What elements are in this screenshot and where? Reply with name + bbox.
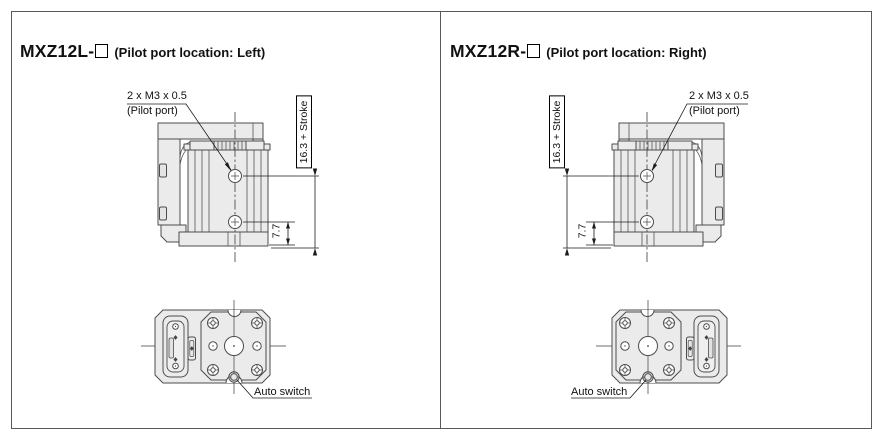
panel-title: MXZ12L- (Pilot port location: Left)	[20, 36, 265, 64]
left-panel-dimensions	[127, 103, 319, 399]
pilot-port-callout-line2: (Pilot port)	[689, 105, 740, 117]
pilot-port-callout-line1: 2 x M3 x 0.5	[127, 90, 187, 102]
pilot-port-leader	[651, 103, 748, 171]
pilot-location-note: (Pilot port location: Right)	[546, 44, 707, 60]
auto-switch-leader	[571, 379, 647, 399]
auto-switch-label: Auto switch	[254, 386, 311, 398]
panel-title: MXZ12R- (Pilot port location: Right)	[450, 36, 707, 64]
auto-switch-label: Auto switch	[571, 386, 628, 398]
machine-right-mirrored	[595, 111, 742, 395]
model-code: MXZ12R-	[450, 40, 527, 61]
pilot-location-note: (Pilot port location: Left)	[114, 44, 266, 60]
pilot-port-leader	[127, 103, 232, 171]
pilot-port-callout-line1: 2 x M3 x 0.5	[689, 90, 749, 102]
placeholder-box-icon	[527, 43, 541, 58]
base-height-dimension-label: 7.7	[576, 223, 589, 239]
placeholder-box-icon	[95, 43, 109, 58]
stroke-dimension-label: 16.3 + Stroke	[549, 95, 565, 169]
machine-left	[140, 111, 287, 395]
base-height-dimension-label: 7.7	[270, 223, 283, 239]
auto-switch-leader	[236, 379, 312, 399]
pilot-port-callout-line2: (Pilot port)	[127, 105, 178, 117]
right-panel-dimensions	[563, 103, 748, 399]
model-code: MXZ12L-	[20, 40, 95, 61]
panel-divider	[440, 11, 441, 429]
stroke-dimension-label: 16.3 + Stroke	[296, 95, 312, 169]
